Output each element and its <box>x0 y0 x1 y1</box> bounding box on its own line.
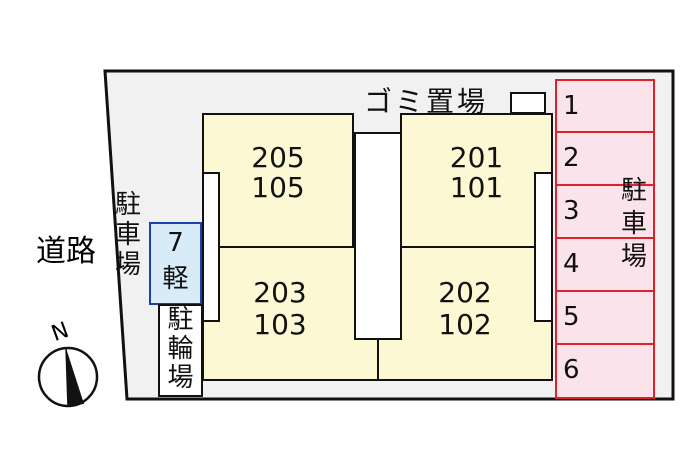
unit-lower-number: 103 <box>253 308 307 341</box>
road-label: 道路 <box>36 234 96 269</box>
unit-205-105: 205 105 <box>202 113 354 248</box>
unit-202-102: 202 102 <box>377 246 553 381</box>
balcony-right <box>534 172 553 322</box>
kei-parking-slot-7: 7 軽 <box>149 222 202 305</box>
parking-slot-2: 2 <box>555 131 655 186</box>
garbage-station <box>510 92 546 114</box>
parking-slot-4: 4 <box>555 237 655 292</box>
garbage-label: ゴミ置場 <box>364 85 489 118</box>
unit-upper-number: 202 <box>438 276 492 309</box>
unit-upper-number: 203 <box>253 276 307 309</box>
bike-parking-label: 駐輪場 <box>167 305 194 393</box>
kei-slot-number: 7 <box>167 228 184 258</box>
corridor <box>354 132 402 340</box>
parking-slot-3: 3 <box>555 184 655 239</box>
balcony-left <box>202 172 220 322</box>
unit-upper-number: 201 <box>449 141 504 174</box>
parking-right-label: 駐車場 <box>620 176 647 272</box>
parking-area-right: 1 2 3 4 5 6 駐車場 <box>555 79 655 399</box>
kei-slot-type: 軽 <box>162 264 189 294</box>
unit-upper-number: 205 <box>251 141 305 174</box>
unit-203-103: 203 103 <box>202 246 379 381</box>
parking-slot-6: 6 <box>555 343 655 399</box>
unit-lower-number: 101 <box>449 171 504 204</box>
unit-lower-number: 102 <box>438 308 492 341</box>
parking-left-text: 駐車場 <box>114 190 141 280</box>
compass-icon <box>37 346 99 408</box>
unit-lower-number: 105 <box>251 171 305 204</box>
parking-slot-1: 1 <box>555 79 655 133</box>
unit-201-101: 201 101 <box>400 113 553 248</box>
parking-slot-5: 5 <box>555 290 655 345</box>
bike-parking: 駐輪場 <box>158 304 203 397</box>
parking-left-label: 駐車場 <box>114 190 150 280</box>
